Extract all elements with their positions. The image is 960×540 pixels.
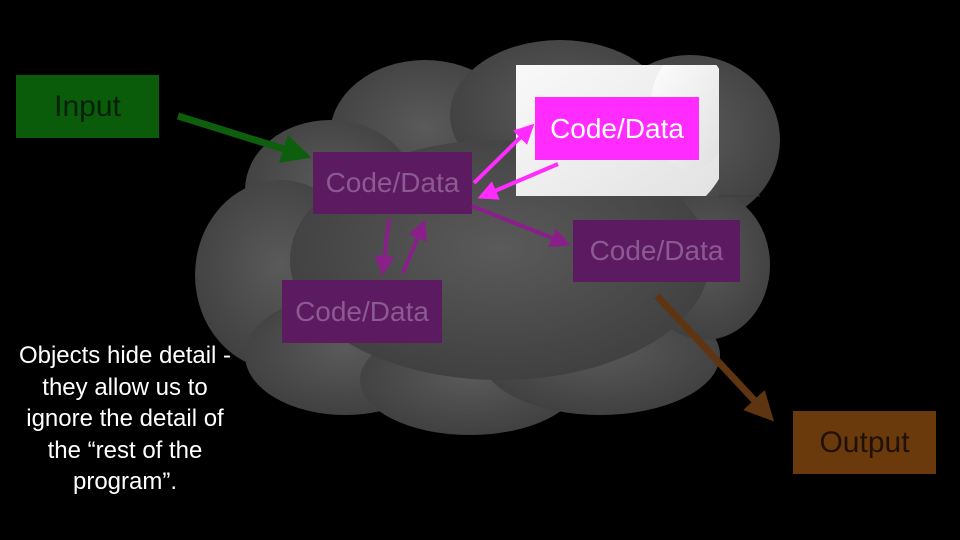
- input-box: Input: [16, 75, 159, 138]
- code-data-box-center: Code/Data: [313, 152, 472, 214]
- code-data-box-right: Code/Data: [573, 220, 740, 282]
- caption-text: Objects hide detail - they allow us to i…: [18, 342, 232, 495]
- output-box: Output: [793, 411, 936, 474]
- code-data-box-bottom: Code/Data: [282, 280, 442, 343]
- code-data-box-highlighted: Code/Data: [535, 97, 699, 160]
